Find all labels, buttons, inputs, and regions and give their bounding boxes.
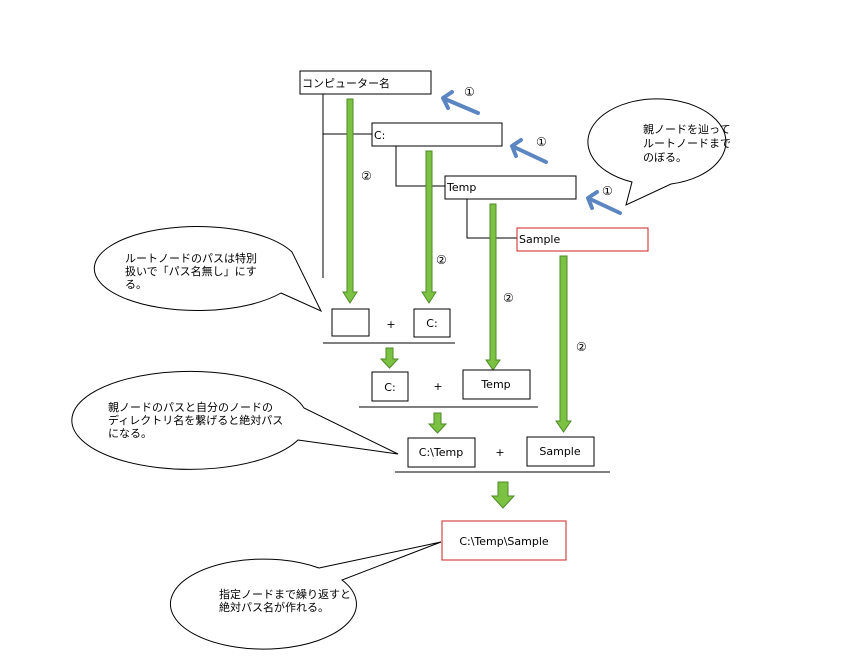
callout-combine: 親ノードのパスと自分のノードの ディレクトリ名を繋げると絶対パス になる。 <box>71 370 399 470</box>
tree-node-drive: C: <box>371 122 503 147</box>
down-arrow-computer <box>342 98 358 304</box>
callout-climb-line-1: 親ノードを辿って <box>643 123 730 136</box>
short-down-arrow-2 <box>427 412 448 434</box>
tree-node-temp: Temp <box>444 175 577 200</box>
connector-drive <box>395 146 445 187</box>
callout-root-line-3: る。 <box>125 278 147 291</box>
callout-root-line-1: ルートノードのパスは特別 <box>125 251 257 265</box>
callout-climb-line-2: ルートノードまで <box>643 137 731 150</box>
short-down-arrow-1 <box>379 347 400 369</box>
compose-row3-left-box: C:\Temp <box>407 437 476 468</box>
tree-node-computer-label: コンピューター名 <box>302 76 390 90</box>
plus-row1: + <box>386 318 395 331</box>
callout-repeat-bubble <box>169 541 442 650</box>
down-arrow-temp <box>485 203 501 371</box>
down-marker-sample: ② <box>576 340 587 354</box>
compose-row3-right-box: Sample <box>526 436 595 467</box>
down-arrow-drive <box>421 150 437 304</box>
callout-combine-line-2: ディレクトリ名を繋げると絶対パス <box>108 413 283 427</box>
up-marker-1: ① <box>464 85 475 99</box>
callout-root-bubble <box>93 226 323 313</box>
up-arrow-1 <box>441 90 480 115</box>
plus-row2: + <box>433 380 442 393</box>
down-marker-temp: ② <box>503 291 514 305</box>
down-arrow-sample <box>555 255 572 433</box>
up-marker-3: ① <box>602 184 613 198</box>
tree-node-temp-label: Temp <box>446 181 476 194</box>
callout-combine-line-1: 親ノードのパスと自分のノードの <box>108 401 273 414</box>
tree-node-sample: Sample <box>516 227 649 252</box>
callout-climb-line-3: のぼる。 <box>643 151 687 164</box>
compose-row2-left-box: C: <box>371 371 409 402</box>
result-label: C:\Temp\Sample <box>459 535 549 548</box>
compose-row1-left-box <box>331 308 370 337</box>
callout-repeat: 指定ノードまで繰り返すと 絶対パス名が作れる。 <box>169 541 442 650</box>
result-box: C:\Temp\Sample <box>441 520 567 561</box>
up-arrow-2 <box>510 138 548 164</box>
compose-row2-right-label: Temp <box>480 378 510 391</box>
compose-row1-right-label: C: <box>426 317 437 330</box>
down-marker-drive: ② <box>436 253 447 267</box>
callout-repeat-line-2: 絶対パス名が作れる。 <box>219 600 329 614</box>
tree-connectors <box>322 94 517 278</box>
up-arrow-3 <box>586 190 622 215</box>
compose-row2-left-label: C: <box>384 381 395 394</box>
tree-node-sample-label: Sample <box>519 233 560 246</box>
plus-row3: + <box>495 446 504 459</box>
compose-row3-right-label: Sample <box>539 445 580 458</box>
callout-repeat-line-1: 指定ノードまで繰り返すと <box>219 587 351 601</box>
compose-row3-left-label: C:\Temp <box>419 446 463 459</box>
short-down-arrow-3 <box>490 481 516 509</box>
tree-node-drive-label: C: <box>374 129 385 142</box>
callout-root: ルートノードのパスは特別 扱いで「パス名無し」にす る。 <box>93 226 323 313</box>
callout-climb: 親ノードを辿って ルートノードまで のぼる。 <box>587 98 731 206</box>
callout-climb-bubble <box>587 98 727 206</box>
connector-temp <box>466 199 517 239</box>
compose-row2-right-box: Temp <box>462 369 531 400</box>
compose-row1-right-box: C: <box>413 308 451 338</box>
callout-combine-bubble <box>71 370 399 470</box>
callout-root-line-2: 扱いで「パス名無し」にす <box>125 264 257 278</box>
callout-combine-line-3: になる。 <box>108 427 152 440</box>
tree-node-computer: コンピューター名 <box>299 70 432 95</box>
down-marker-computer: ② <box>361 169 372 183</box>
up-marker-2: ① <box>536 135 547 149</box>
